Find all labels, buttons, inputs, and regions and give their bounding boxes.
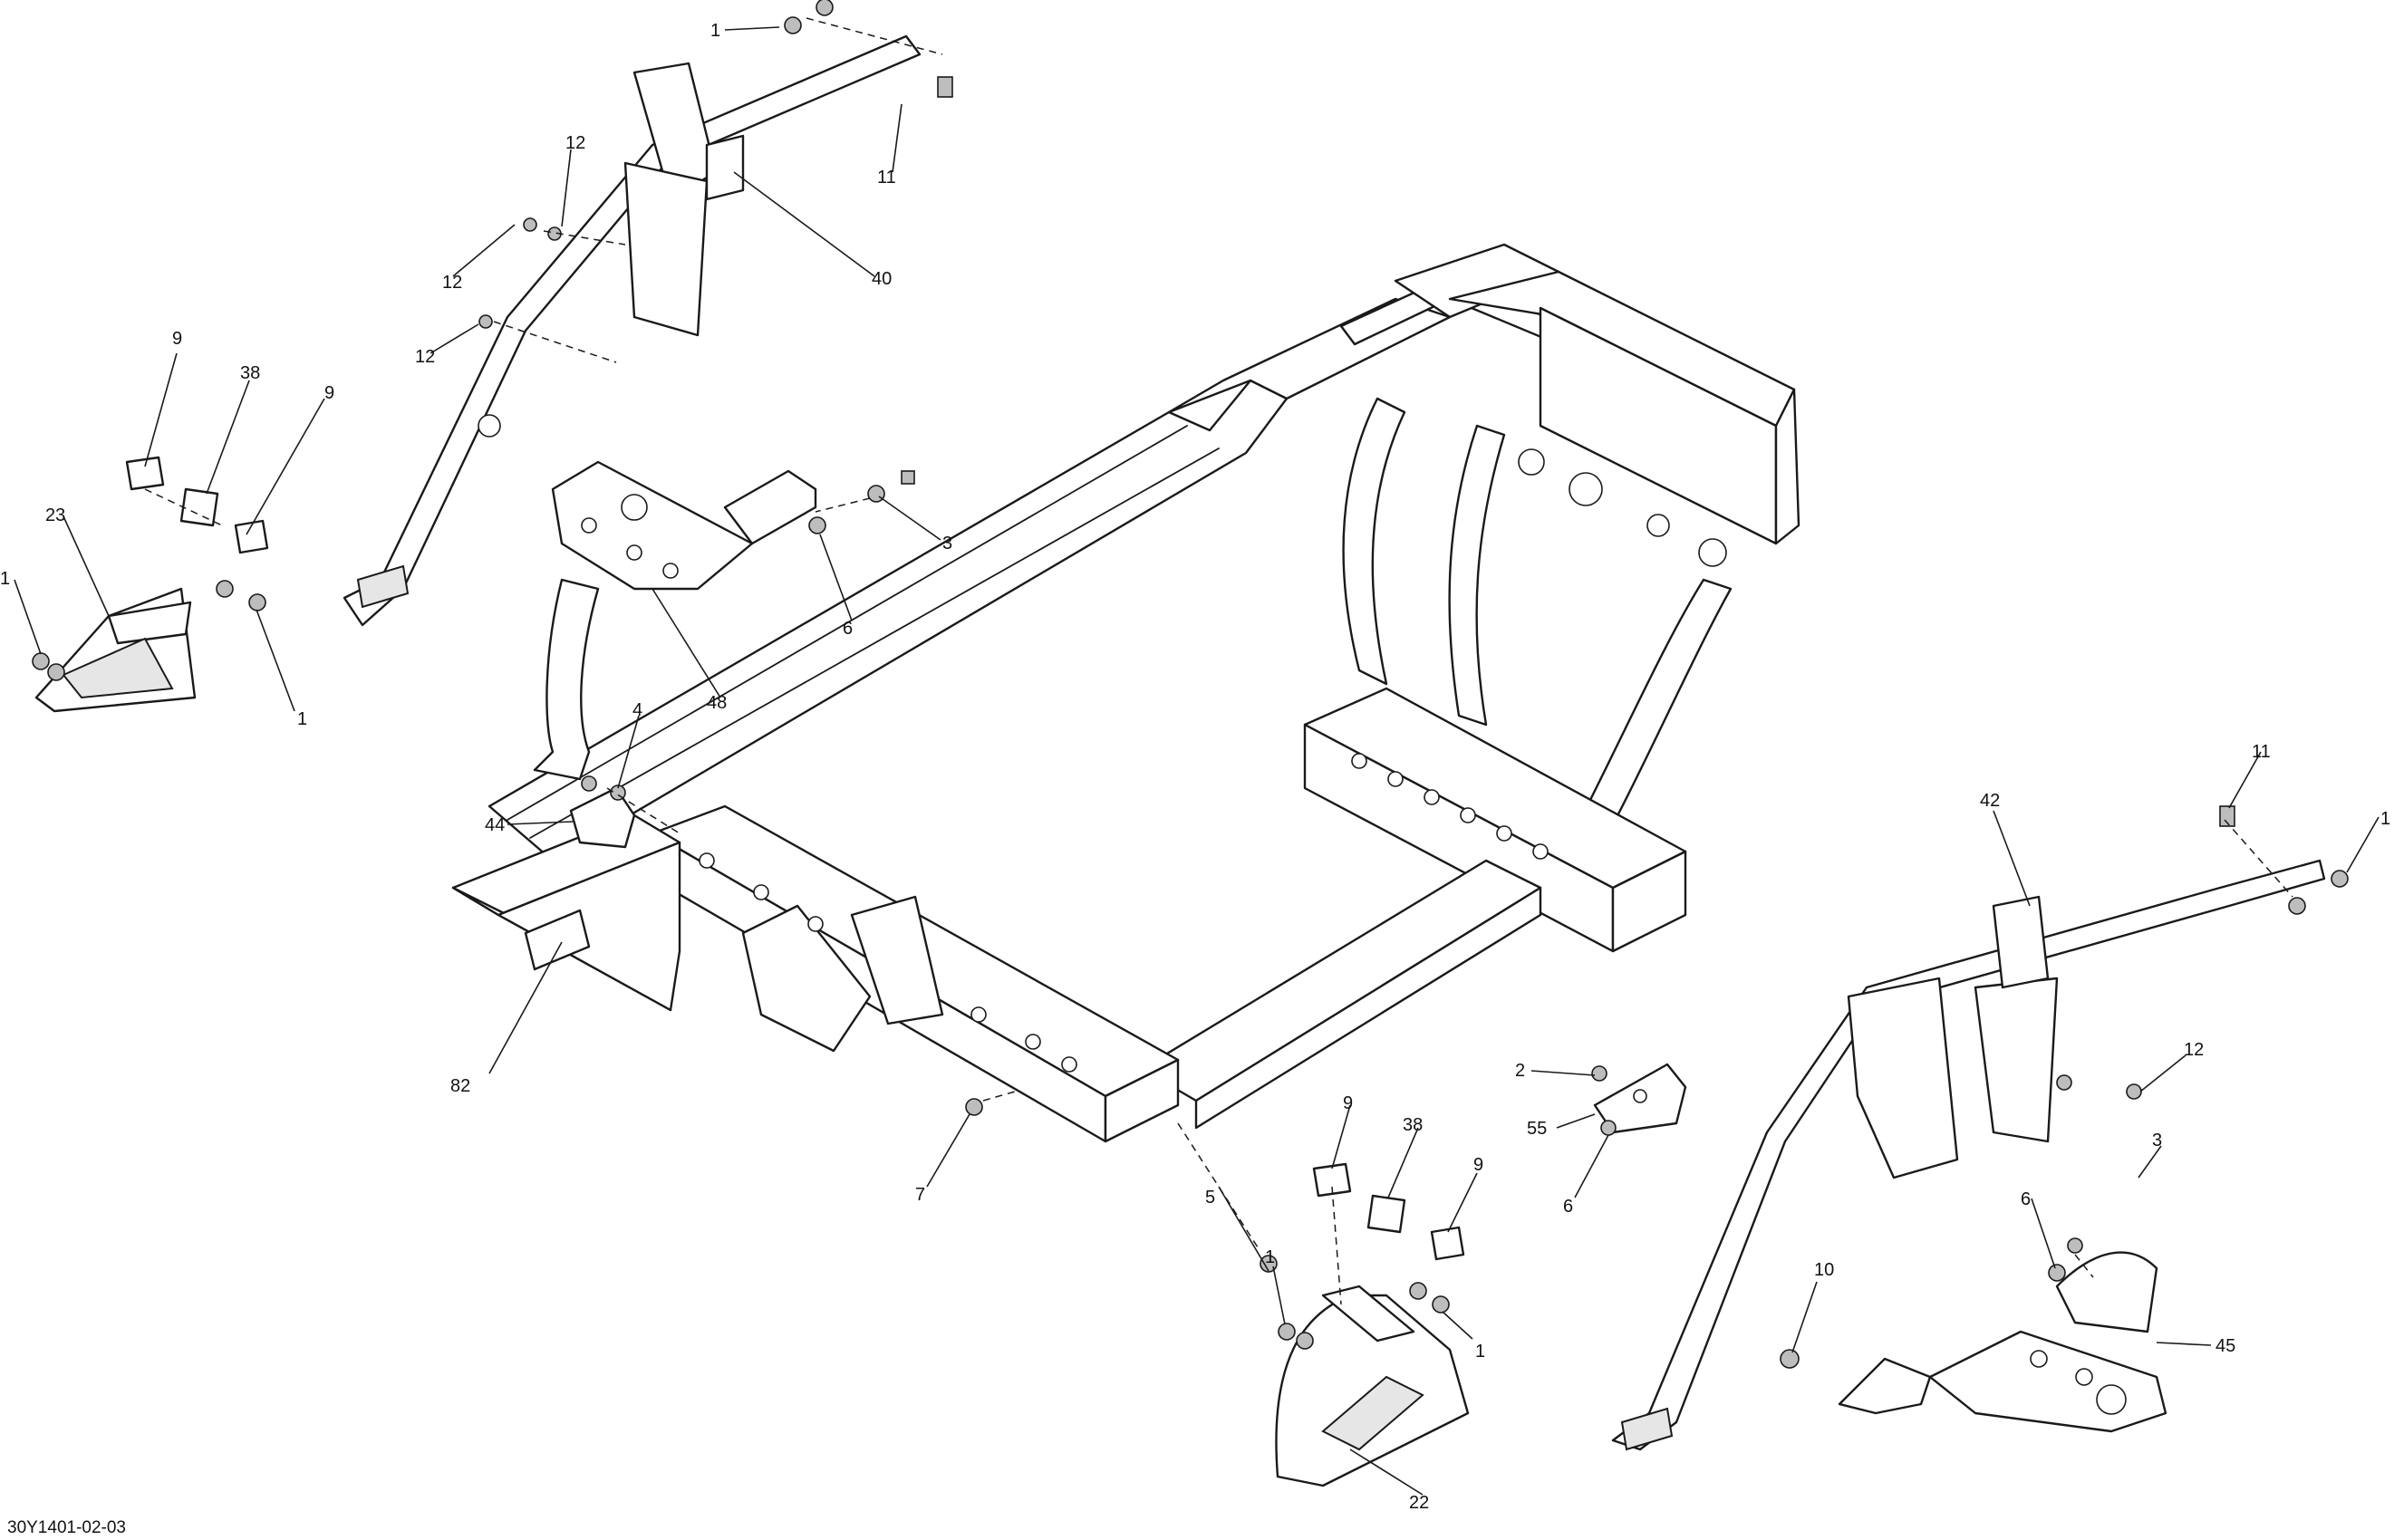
small-bracket-44	[569, 786, 636, 849]
callout-c27: 2	[1515, 1061, 1525, 1081]
callout-c22: 38	[1403, 1115, 1423, 1135]
callout-c08: 38	[240, 363, 260, 383]
callout-c21: 9	[1343, 1093, 1353, 1113]
callout-c17: 44	[485, 815, 505, 835]
callout-c26: 22	[1409, 1493, 1429, 1513]
callout-c20: 5	[1205, 1188, 1215, 1208]
center-support-bracket	[533, 460, 817, 781]
lower-center-foot-bracket	[1275, 1285, 1470, 1487]
leader-lines	[14, 26, 2380, 1496]
reference-code: 30Y1401-02-03	[7, 1518, 126, 1537]
callout-c07: 9	[172, 329, 182, 349]
callout-c05: 12	[415, 347, 435, 367]
callout-c32: 42	[1980, 791, 2000, 811]
callout-c29: 6	[1563, 1197, 1573, 1217]
callout-c28: 55	[1527, 1119, 1547, 1139]
alignment-lines	[144, 17, 2293, 1305]
main-frame	[451, 243, 1800, 1143]
fasteners	[32, 0, 2349, 1369]
frame-holes	[699, 448, 1727, 1073]
callout-c11: 1	[0, 569, 10, 589]
callout-c15: 48	[707, 693, 727, 713]
right-foot-plate	[1838, 1251, 2167, 1433]
callout-c10: 23	[45, 505, 65, 525]
center-shim-set	[1312, 1162, 1465, 1261]
callout-c12: 1	[297, 709, 307, 729]
callout-c31: 1	[2380, 809, 2390, 829]
callout-c33: 12	[2184, 1040, 2204, 1060]
callout-c24: 1	[1265, 1247, 1275, 1267]
callout-c09: 9	[324, 383, 334, 403]
callout-c06: 40	[872, 269, 892, 289]
callout-c35: 6	[2021, 1189, 2031, 1209]
callout-c02: 11	[877, 168, 896, 188]
callout-c36: 10	[1814, 1260, 1834, 1280]
callout-c03: 12	[565, 133, 585, 153]
callout-c01: 1	[710, 21, 720, 41]
callout-c25: 1	[1475, 1342, 1485, 1362]
left-foot-bracket	[34, 587, 197, 713]
callout-c30: 11	[2252, 742, 2271, 762]
callout-c13: 3	[942, 534, 952, 553]
upper-left-bracket-assembly	[343, 34, 922, 627]
callout-c04: 12	[442, 273, 462, 293]
callout-c37: 45	[2215, 1336, 2235, 1356]
left-shim-set	[125, 456, 269, 554]
right-bracket-assembly	[1611, 859, 2326, 1451]
callout-c14: 6	[843, 619, 853, 639]
callout-c16: 4	[632, 700, 642, 720]
callout-c19: 7	[915, 1185, 925, 1205]
callout-c34: 3	[2152, 1131, 2162, 1150]
callout-c23: 9	[1473, 1155, 1483, 1175]
callout-c18: 82	[450, 1076, 470, 1096]
callout-labels: 1 11 12 12 12 40 9 38 9 23 1 1 3 6 48 4 …	[0, 21, 2390, 1513]
